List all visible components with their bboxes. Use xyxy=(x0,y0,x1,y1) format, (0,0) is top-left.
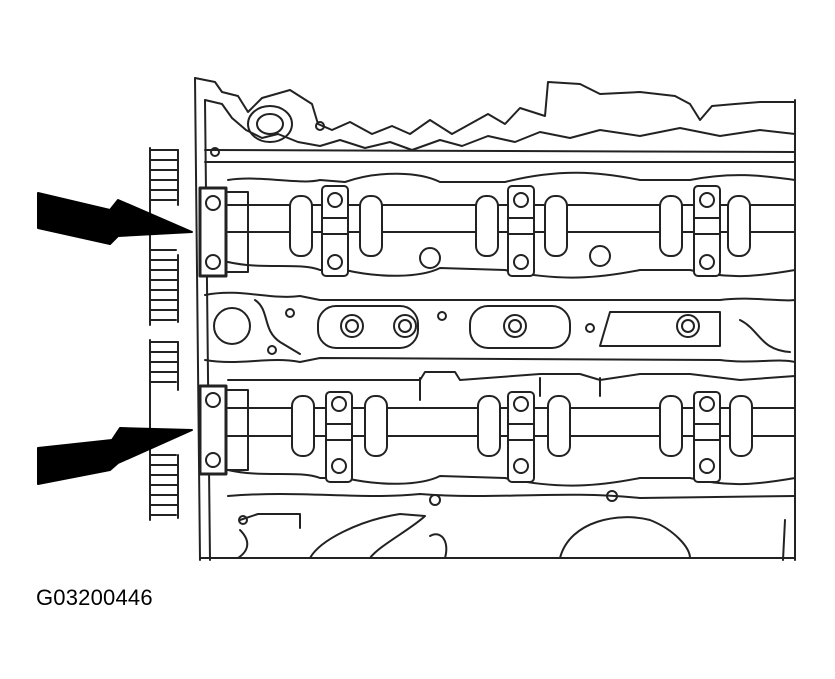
upper-camshaft xyxy=(198,171,796,279)
lower-camshaft-cap-arrow xyxy=(37,427,193,485)
spark-plug-tubes xyxy=(204,291,796,363)
cylinder-head-outline xyxy=(194,77,796,561)
lower-head-detail xyxy=(227,490,796,559)
upper-camshaft-cap-arrow xyxy=(37,192,193,245)
upper-cam-gear xyxy=(149,147,179,326)
lower-camshaft xyxy=(198,371,796,487)
figure-caption: G03200446 xyxy=(36,585,153,610)
spark-plug-boss xyxy=(210,105,325,157)
